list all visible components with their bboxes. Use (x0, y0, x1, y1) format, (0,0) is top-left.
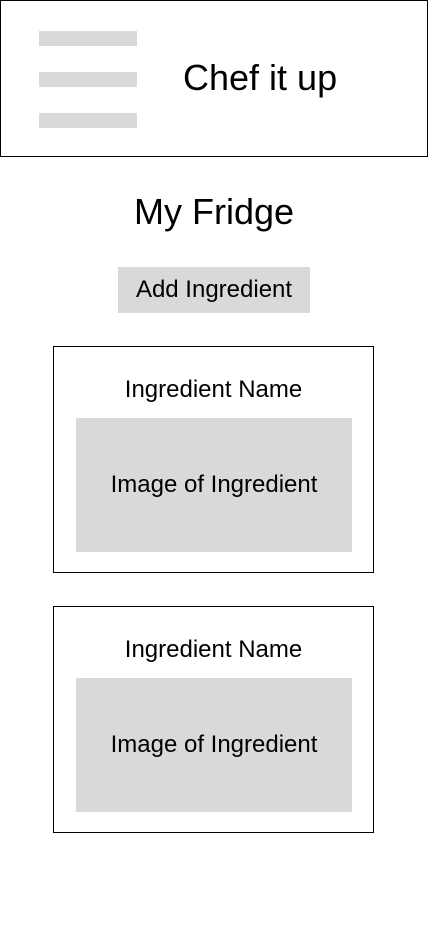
ingredient-image-placeholder: Image of Ingredient (76, 678, 352, 812)
ingredient-name: Ingredient Name (124, 636, 303, 663)
ingredient-image-placeholder: Image of Ingredient (76, 418, 352, 552)
page-title: My Fridge (133, 191, 295, 232)
ingredient-name: Ingredient Name (124, 376, 303, 403)
ingredient-card[interactable]: Ingredient Name Image of Ingredient (53, 346, 374, 573)
ingredient-image-label: Image of Ingredient (110, 471, 318, 498)
app-header: Chef it up (0, 0, 428, 157)
ingredient-image-label: Image of Ingredient (110, 731, 318, 758)
app-title: Chef it up (183, 57, 338, 98)
ingredient-card[interactable]: Ingredient Name Image of Ingredient (53, 606, 374, 833)
menu-bar (39, 72, 137, 87)
hamburger-menu-icon[interactable] (39, 31, 137, 128)
add-ingredient-button[interactable]: Add Ingredient (118, 267, 310, 313)
menu-bar (39, 31, 137, 46)
menu-bar (39, 113, 137, 128)
